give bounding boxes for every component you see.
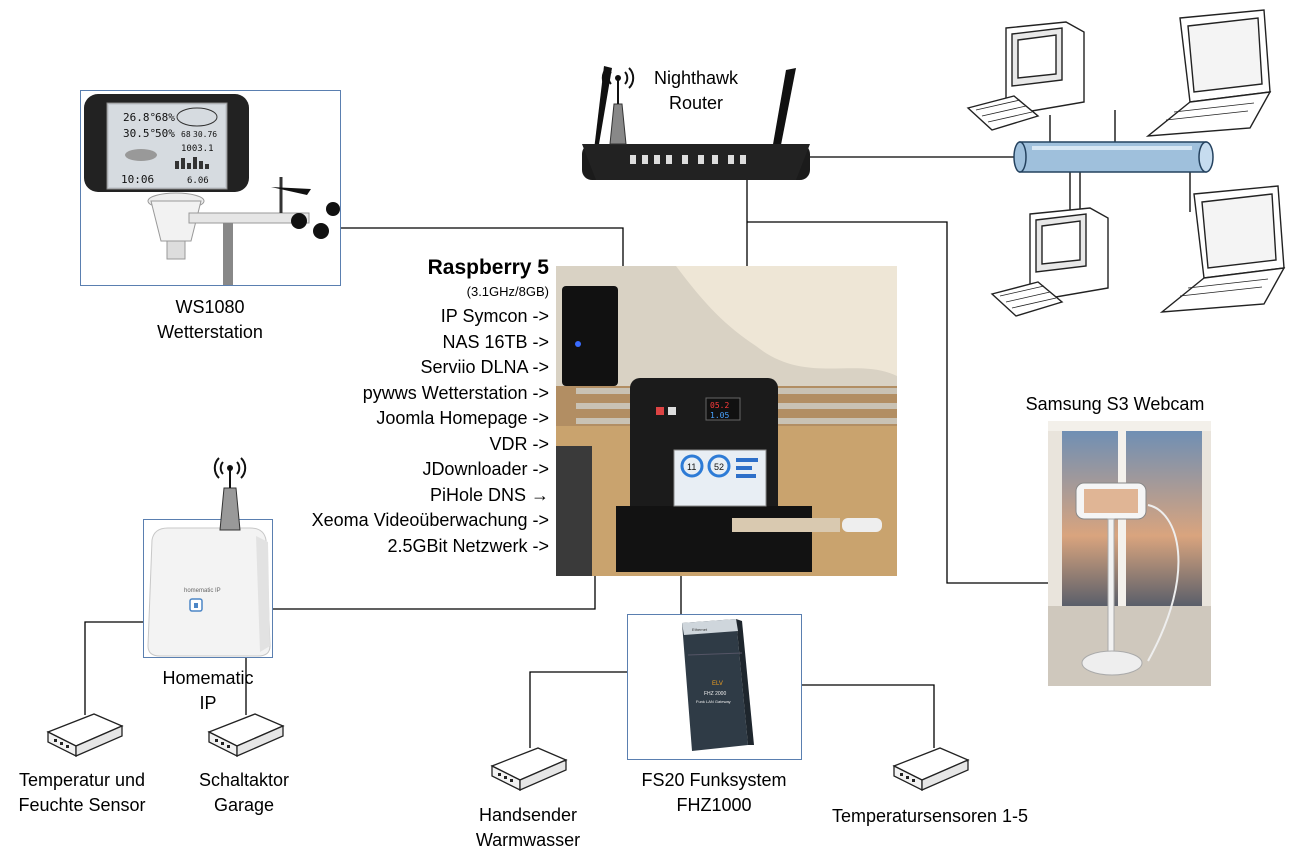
raspberry-setup-icon: 05.2 1.05 11 52: [556, 266, 897, 576]
desktop-pc-icon: [966, 21, 1085, 131]
antenna-icon: [213, 457, 247, 531]
service-item: PiHole DNS →: [429, 485, 549, 505]
lcd-hum-in: 68%: [155, 111, 175, 124]
service-item: JDownloader ->: [422, 459, 549, 479]
service-item: VDR ->: [489, 434, 549, 454]
lcd-temp-out: 30.5°: [123, 127, 156, 140]
raspberry-title: Raspberry 5: [427, 256, 549, 279]
temp-sensors-label: Temperatursensoren 1-5: [831, 806, 1029, 826]
meter-voltage: 05.2: [710, 401, 729, 410]
lcd-val-b: 30.76: [193, 130, 217, 139]
lcd-val-a: 68: [181, 130, 191, 139]
homematic-gateway-icon: homematic IP: [147, 527, 271, 657]
desktop-pc-icon: [990, 207, 1109, 317]
screen-cpu: 11: [687, 462, 696, 472]
service-item: Xeoma Videoüberwachung ->: [311, 510, 549, 530]
lcd-hum-out: 50%: [155, 127, 175, 140]
homematic-brand: homematic IP: [184, 588, 221, 594]
router-device: [582, 64, 810, 184]
service-item: pywws Wetterstation ->: [362, 383, 549, 403]
remote-device-icon: [490, 747, 568, 792]
lcd-time: 10:06: [121, 173, 154, 186]
switch-actuator-icon: [207, 713, 285, 758]
lcd-temp-in: 26.8°: [123, 111, 156, 124]
lcd-pressure: 1003.1: [181, 144, 214, 154]
fs20-brand: ELV: [712, 681, 723, 687]
temp-sensors-device-icon: [892, 747, 970, 792]
router-icon: [582, 66, 810, 180]
service-item: 2.5GBit Netzwerk ->: [387, 536, 549, 556]
fs20-port-label: Ethernet: [692, 627, 708, 632]
service-item: NAS 16TB ->: [442, 332, 549, 352]
webcam-photo: [1048, 421, 1211, 686]
weather-station-icon: 26.8° 68% 30.5° 50% 68 30.76 1003.1 10:0…: [84, 94, 340, 285]
fs20-desc: Funk LAN Gateway: [696, 699, 731, 704]
service-item: Joomla Homepage ->: [376, 408, 549, 428]
webcam-phone-icon: [1048, 421, 1211, 686]
sensor-device-icon: [46, 713, 124, 758]
weather-station-image: 26.8° 68% 30.5° 50% 68 30.76 1003.1 10:0…: [80, 90, 341, 286]
network-bus-icon: [1013, 141, 1214, 173]
homematic-image: homematic IP: [143, 519, 273, 658]
meter-current: 1.05: [710, 411, 729, 420]
lcd-date: 6.06: [187, 176, 209, 186]
service-item: IP Symcon ->: [440, 306, 549, 326]
fs20-model: FHZ 2000: [704, 691, 726, 697]
laptop-icon: [1145, 9, 1272, 137]
raspberry-photo: 05.2 1.05 11 52: [556, 266, 897, 576]
raspberry-subtitle: (3.1GHz/8GB): [466, 284, 549, 299]
network-bus: [1012, 140, 1218, 176]
fs20-gateway-icon: Ethernet ELV FHZ 2000 Funk LAN Gateway: [682, 619, 754, 751]
webcam-label: Samsung S3 Webcam: [1025, 394, 1205, 414]
screen-temp: 52: [714, 462, 724, 472]
fs20-image: Ethernet ELV FHZ 2000 Funk LAN Gateway: [627, 614, 802, 760]
service-item: Serviio DLNA ->: [420, 357, 549, 377]
laptop-icon: [1159, 185, 1286, 313]
